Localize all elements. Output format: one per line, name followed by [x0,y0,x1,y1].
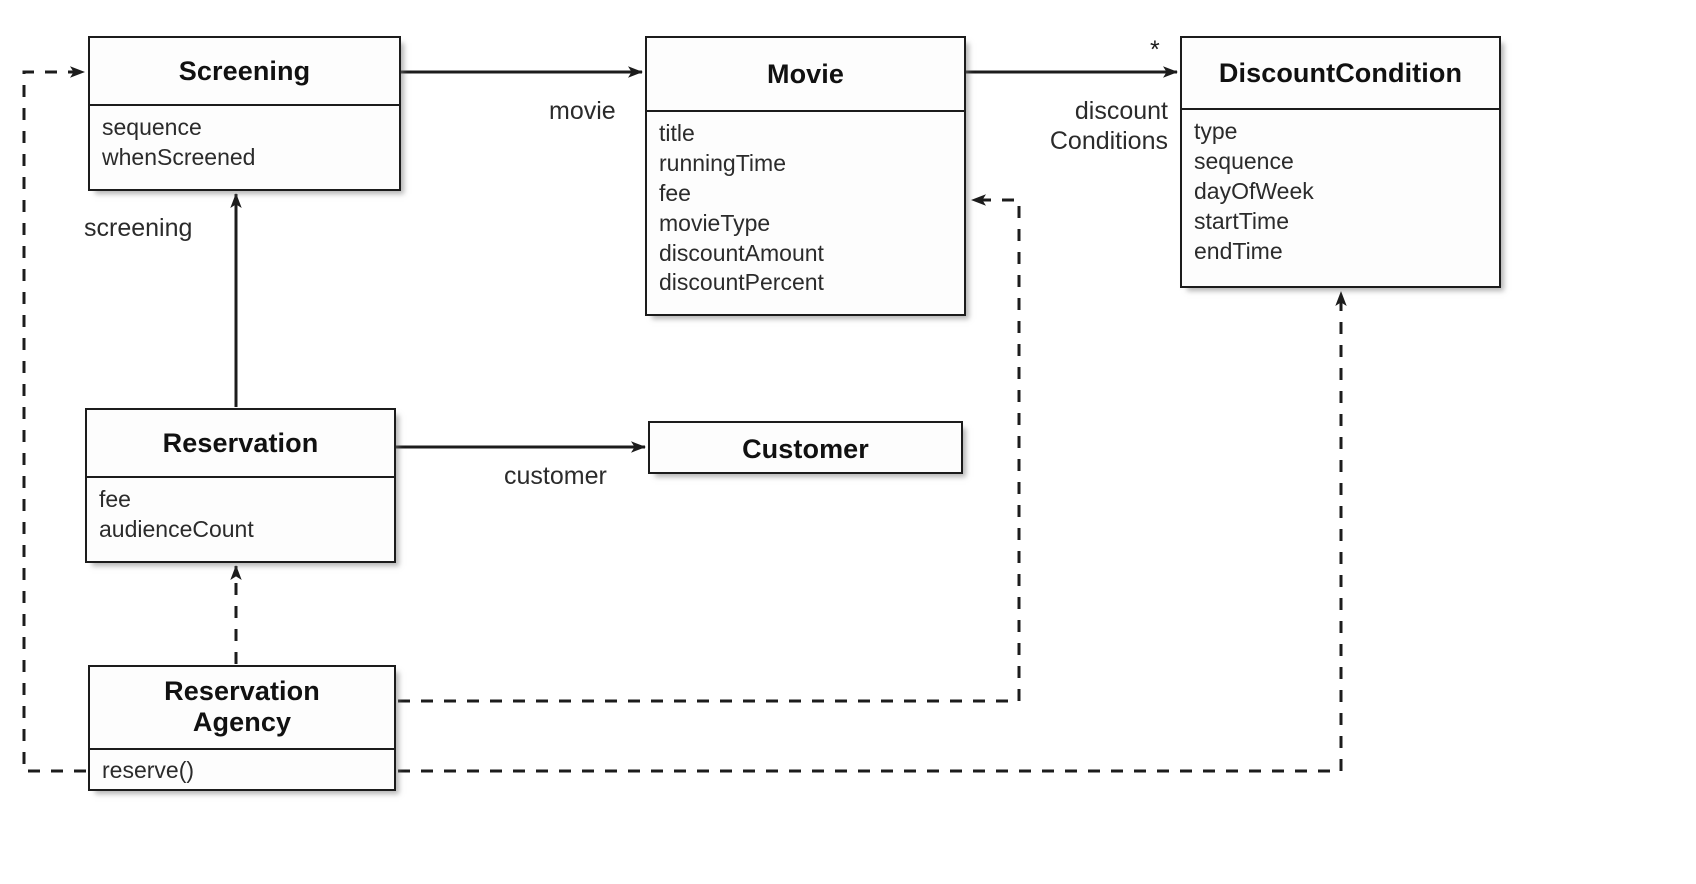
class-attributes-screening: sequence whenScreened [90,104,399,193]
edge-agency-screening [22,66,86,773]
class-title-screening: Screening [178,56,311,86]
class-title-movie: Movie [766,59,845,89]
discount-conditions-line2: Conditions [1049,126,1168,155]
edge-label-screening: screening [84,214,193,242]
edge-agency-movie [398,194,1021,703]
class-title-discountcondition: DiscountCondition [1218,58,1463,88]
attribute-item: movieType [659,209,771,236]
class-attributes-reservation: fee audienceCount [87,476,394,565]
class-box-reservation[interactable]: Reservation fee audienceCount [85,408,396,563]
attribute-item: discountPercent [659,269,824,296]
attribute-item: endTime [1194,237,1283,264]
attribute-item: sequence [1194,147,1294,174]
attribute-item: fee [659,179,691,206]
class-title-customer: Customer [742,434,869,464]
multiplicity-star: * [1150,36,1160,64]
operation-item: reserve() [102,757,195,783]
attribute-item: runningTime [659,149,786,176]
class-title-line1: Reservation [164,676,320,706]
edge-label-movie: movie [549,97,616,125]
attribute-item: dayOfWeek [1194,177,1314,204]
attribute-item: type [1194,118,1238,144]
discount-conditions-line1: discount [1074,97,1168,125]
edge-agency-discountcondition [398,291,1347,773]
attribute-item: startTime [1194,207,1289,234]
class-box-movie[interactable]: Movie title runningTime fee movieType di… [645,36,966,316]
attribute-item: sequence [102,114,202,140]
attribute-item: discountAmount [659,239,824,266]
class-title-reservation: Reservation [162,428,319,458]
class-box-discountcondition[interactable]: DiscountCondition type sequence dayOfWee… [1180,36,1501,288]
class-operations-reservationagency: reserve() [90,748,394,793]
attribute-item: fee [99,486,131,512]
class-attributes-movie: title runningTime fee movieType discount… [647,110,964,318]
class-box-screening[interactable]: Screening sequence whenScreened [88,36,401,191]
class-box-customer[interactable]: Customer [648,421,963,474]
attribute-item: audienceCount [99,515,254,542]
attribute-item: title [659,120,695,146]
edge-label-customer: customer [504,462,607,490]
class-title-line2: Agency [192,706,292,737]
attribute-item: whenScreened [102,143,256,170]
class-attributes-discountcondition: type sequence dayOfWeek startTime endTim… [1182,108,1499,290]
